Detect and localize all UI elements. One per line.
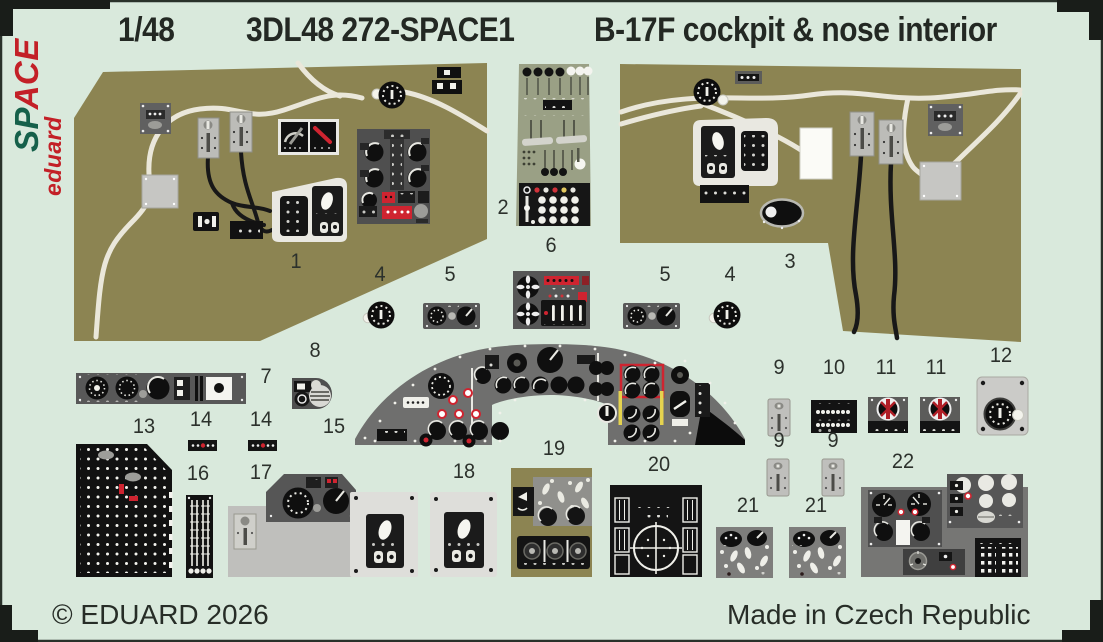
part-17-artwork <box>228 474 418 577</box>
eduard-logo: eduard <box>40 116 66 196</box>
part-17-label: 17 <box>249 461 273 484</box>
space-logo-suffix: ACE <box>8 38 45 110</box>
junction-plate <box>140 103 171 134</box>
header-product-code: 3DL48 272-SPACE1 <box>246 11 515 49</box>
side-instrument-panel <box>357 129 430 224</box>
part-10-label: 10 <box>822 356 846 379</box>
part-9a-label: 9 <box>773 356 785 379</box>
round-gauge <box>693 78 729 106</box>
blank-plate <box>919 161 962 201</box>
part-1-label: 1 <box>290 250 302 273</box>
part-21b-artwork <box>789 527 846 578</box>
junction-plate <box>928 104 963 136</box>
part-13-artwork <box>76 444 173 577</box>
part-11b-artwork <box>920 397 960 433</box>
blank-white-plate <box>799 127 833 180</box>
corner-mark-bottom-right <box>1062 600 1103 642</box>
connector-strip <box>230 221 263 239</box>
part-11b-label: 11 <box>925 356 947 379</box>
part-11a-artwork <box>868 397 908 433</box>
blank-plate <box>141 174 179 209</box>
switch-box <box>193 212 219 231</box>
part-4a-label: 4 <box>374 263 386 286</box>
lever-panel <box>197 117 220 159</box>
lever-panel <box>229 111 253 153</box>
part-8-artwork <box>292 378 332 409</box>
part-11a-label: 11 <box>875 356 897 379</box>
part-14b-label: 14 <box>249 408 273 431</box>
indicator-pair <box>278 119 339 155</box>
part-4b-label: 4 <box>724 263 736 286</box>
part-14a-label: 14 <box>189 408 213 431</box>
part-3-artwork <box>618 64 1023 342</box>
part-5a-artwork <box>423 303 480 329</box>
dome-light <box>759 198 805 230</box>
part-15-artwork <box>355 344 745 448</box>
part-9b-label: 9 <box>773 429 785 452</box>
round-gauge <box>371 81 406 109</box>
part-9c-artwork <box>821 458 845 497</box>
part-21b-label: 21 <box>804 494 828 517</box>
control-stand <box>693 118 778 186</box>
part-15-label: 15 <box>322 415 346 438</box>
part-10-artwork <box>811 400 857 433</box>
lever-panel <box>849 111 875 157</box>
lever-panel <box>878 119 904 165</box>
control-stand <box>272 177 347 242</box>
part-20-label: 20 <box>647 453 671 476</box>
part-7-artwork <box>76 373 246 404</box>
connector-blocks <box>432 67 462 94</box>
part-14a-artwork <box>188 440 217 451</box>
part-1-artwork <box>74 60 490 341</box>
part-21a-artwork <box>716 527 773 578</box>
corner-mark-bottom-left <box>0 605 38 642</box>
part-18-artwork <box>430 492 497 577</box>
connector-strip <box>700 185 749 203</box>
part-20-artwork <box>610 485 702 577</box>
part-7-label: 7 <box>260 365 272 388</box>
part-4b-artwork <box>708 301 741 329</box>
part-18-label: 18 <box>452 460 476 483</box>
part-3-label: 3 <box>784 250 796 273</box>
part-2-artwork <box>516 64 593 226</box>
part-9a-artwork <box>767 398 791 437</box>
part-19-artwork <box>511 468 592 577</box>
part-8-label: 8 <box>309 339 321 362</box>
part-5b-label: 5 <box>659 263 671 286</box>
copyright-text: © EDUARD 2026 <box>52 599 269 630</box>
part-4a-artwork <box>362 301 395 329</box>
connector-strip <box>735 71 762 84</box>
corner-mark-top-right <box>1057 0 1103 40</box>
part-6-artwork <box>513 271 590 329</box>
part-14b-artwork <box>248 440 277 451</box>
warning-lights <box>437 388 481 419</box>
part-16-artwork <box>186 495 213 578</box>
part-21a-label: 21 <box>736 494 760 517</box>
corner-mark-top-left <box>0 0 110 36</box>
part-22-label: 22 <box>891 450 915 473</box>
part-13-label: 13 <box>132 415 156 438</box>
part-5a-label: 5 <box>444 263 456 286</box>
part-6-label: 6 <box>545 234 557 257</box>
part-9b-artwork <box>766 458 790 497</box>
part-5b-artwork <box>623 303 680 329</box>
header-title: B-17F cockpit & nose interior <box>594 11 997 49</box>
part-19-label: 19 <box>542 437 566 460</box>
header-scale: 1/48 <box>118 11 175 49</box>
part-12-label: 12 <box>989 344 1013 367</box>
part-16-label: 16 <box>186 462 210 485</box>
part-9c-label: 9 <box>827 429 839 452</box>
cable-lines <box>850 153 900 341</box>
part-12-artwork <box>976 376 1029 436</box>
part-22-artwork <box>861 474 1028 577</box>
made-in-text: Made in Czech Republic <box>727 599 1031 630</box>
part-2-label: 2 <box>497 196 509 219</box>
